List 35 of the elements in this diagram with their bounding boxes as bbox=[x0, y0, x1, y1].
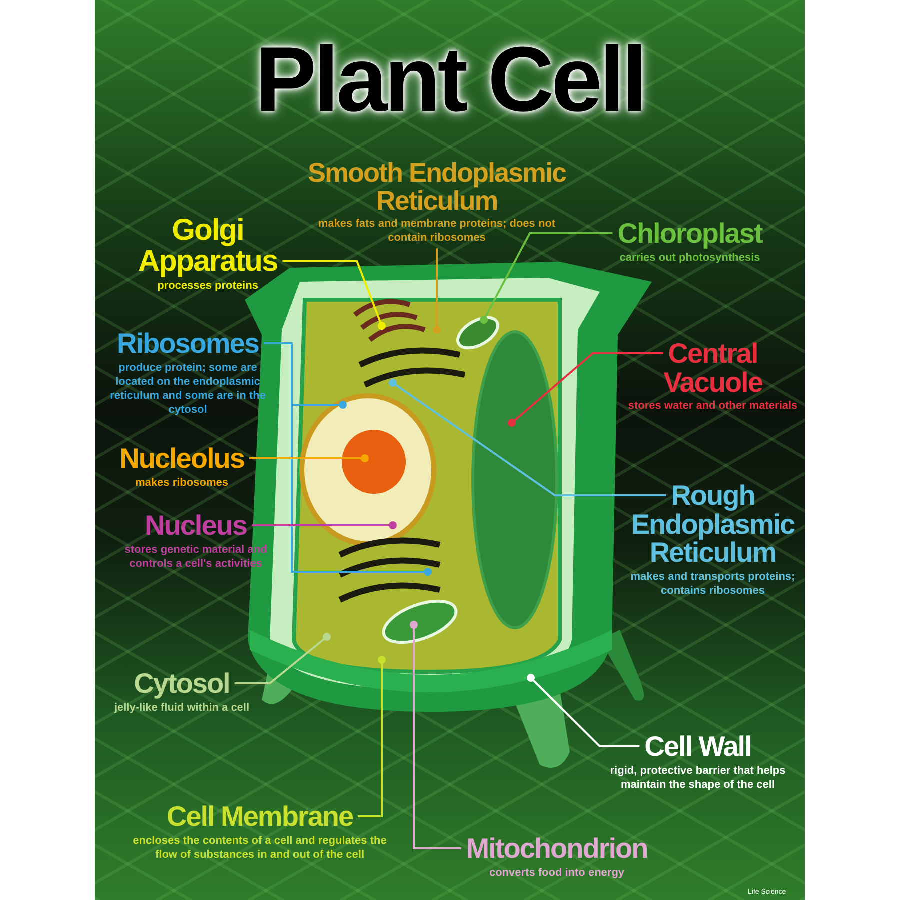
part-description: rigid, protective barrier that helps maintain the shape of the cell bbox=[609, 764, 787, 792]
part-name: Cell Wall bbox=[644, 733, 752, 762]
part-name: Cytosol bbox=[133, 670, 231, 699]
part-name: Cell Membrane bbox=[166, 803, 354, 832]
part-description: makes fats and membrane proteins; does not contain ribosomes bbox=[317, 217, 557, 246]
part-name: Central Vacuole bbox=[662, 340, 764, 398]
leader-line bbox=[433, 248, 441, 334]
part-description: converts food into energy bbox=[488, 866, 626, 880]
poster-title: Plant Cell bbox=[254, 28, 646, 133]
part-description: makes and transports proteins; contains ribosomes bbox=[630, 570, 796, 598]
leader-line bbox=[480, 232, 613, 324]
leader-line bbox=[527, 674, 640, 748]
leader-line bbox=[282, 260, 386, 330]
part-name: Smooth Endoplasmic Reticulum bbox=[306, 160, 568, 216]
part-name: Nucleus bbox=[144, 512, 248, 541]
part-description: processes proteins bbox=[156, 279, 260, 294]
part-description: makes ribosomes bbox=[134, 476, 230, 490]
leader-line bbox=[508, 352, 664, 427]
part-name: Nucleolus bbox=[118, 445, 246, 474]
part-description: jelly-like fluid within a cell bbox=[113, 700, 251, 715]
part-description: encloses the contents of a cell and regulates the flow of substances in and out of the cell bbox=[132, 834, 388, 862]
leader-line bbox=[234, 633, 331, 684]
leader-line bbox=[252, 522, 397, 530]
leader-line bbox=[264, 342, 432, 576]
part-description: stores water and other materials bbox=[627, 399, 799, 414]
part-name: Mitochondrion bbox=[465, 835, 649, 864]
part-name: Ribosomes bbox=[116, 330, 260, 359]
leader-line bbox=[410, 621, 462, 850]
leader-line bbox=[358, 656, 386, 818]
part-name: Rough Endoplasmic Reticulum bbox=[630, 482, 796, 568]
part-name: Chloroplast bbox=[616, 220, 764, 249]
part-name: Golgi Apparatus bbox=[137, 216, 279, 278]
part-description: carries out photosynthesis bbox=[618, 250, 762, 265]
leader-line bbox=[249, 454, 369, 462]
leader-line bbox=[389, 379, 666, 496]
